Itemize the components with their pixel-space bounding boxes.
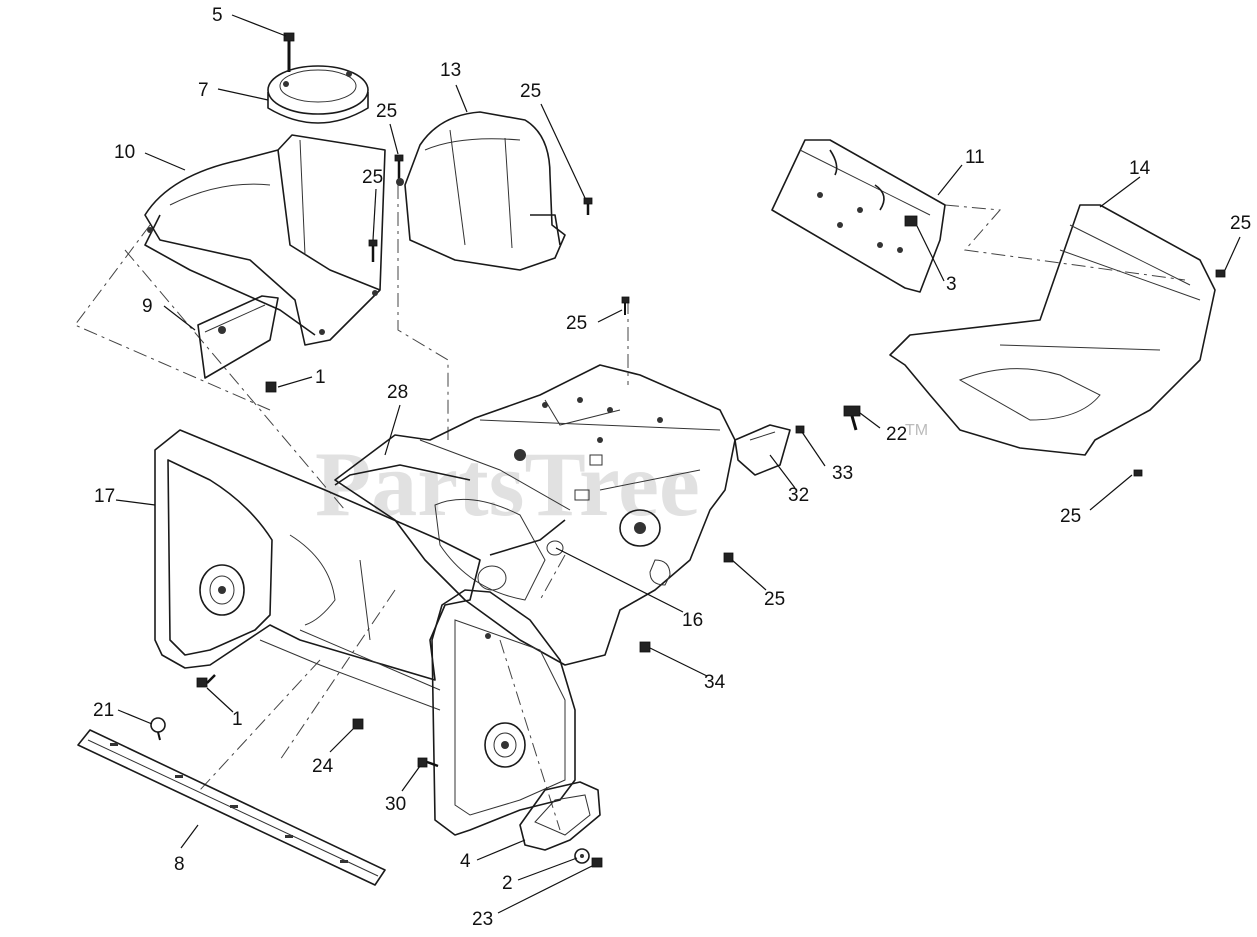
callout-25b: 25 <box>362 167 383 188</box>
callout-8: 8 <box>174 854 185 875</box>
callout-9: 9 <box>142 296 153 317</box>
callout-17: 17 <box>94 486 115 507</box>
part-28-frame <box>334 364 736 666</box>
part-1-bolt-upper <box>265 381 277 393</box>
part-16-auger-bearing <box>546 540 564 556</box>
callout-25c: 25 <box>520 81 541 102</box>
callout-25g: 25 <box>764 589 785 610</box>
callout-11: 11 <box>965 147 985 168</box>
part-3-clip <box>904 215 918 227</box>
callout-22: 22 <box>886 424 907 445</box>
callout-25a: 25 <box>376 101 397 122</box>
part-10-discharge-chute <box>144 134 386 346</box>
part-7-chute-ring <box>267 65 369 124</box>
part-25-bolts <box>368 154 1226 563</box>
watermark-tm: TM <box>905 422 928 439</box>
part-4-skid-shoe <box>519 781 601 851</box>
callout-14: 14 <box>1129 158 1151 179</box>
part-8-scraper-bar <box>77 729 386 886</box>
callouts: 5 7 10 9 1 13 25 25 25 25 11 14 25 3 22 … <box>93 5 1251 930</box>
watermark: PartsTree TM <box>315 422 928 535</box>
part-9-deflector <box>197 295 279 379</box>
callout-33: 33 <box>832 463 853 484</box>
callout-32: 32 <box>788 485 809 506</box>
callout-1a: 1 <box>315 367 326 388</box>
part-14-housing-cover <box>889 204 1216 456</box>
callout-13: 13 <box>440 60 461 81</box>
part-2-washer <box>574 848 590 864</box>
callout-34: 34 <box>704 672 726 693</box>
part-24-nut <box>352 718 364 730</box>
part-23-nut <box>591 857 603 868</box>
callout-25f: 25 <box>1060 506 1081 527</box>
callout-28: 28 <box>387 382 408 403</box>
callout-24: 24 <box>312 756 334 777</box>
part-34-bolt <box>639 641 651 653</box>
callout-30: 30 <box>385 794 406 815</box>
callout-5: 5 <box>212 5 223 26</box>
callout-23: 23 <box>472 909 493 930</box>
leader-lines <box>115 14 1241 914</box>
watermark-brand: PartsTree <box>315 433 700 535</box>
callout-10: 10 <box>114 142 135 163</box>
callout-1b: 1 <box>232 709 243 730</box>
callout-16: 16 <box>682 610 703 631</box>
part-5-bolt <box>283 32 295 72</box>
part-30-bolt <box>417 757 439 768</box>
part-32-bracket <box>734 424 791 476</box>
part-1-bolt-lower <box>196 674 216 688</box>
callout-25d: 25 <box>566 313 587 334</box>
part-22-bolt <box>843 405 861 431</box>
callout-25e: 25 <box>1230 213 1251 234</box>
callout-2: 2 <box>502 873 513 894</box>
callout-4: 4 <box>460 851 471 872</box>
assembly-lines <box>74 185 1186 831</box>
part-side-plate <box>431 589 576 836</box>
callout-7: 7 <box>198 80 209 101</box>
callout-3: 3 <box>946 274 957 295</box>
part-13-chute-cover <box>396 111 566 271</box>
part-21-carriage-bolt <box>150 717 166 741</box>
part-33-nut <box>795 425 805 434</box>
part-11-plate <box>771 139 946 293</box>
callout-21: 21 <box>93 700 114 721</box>
